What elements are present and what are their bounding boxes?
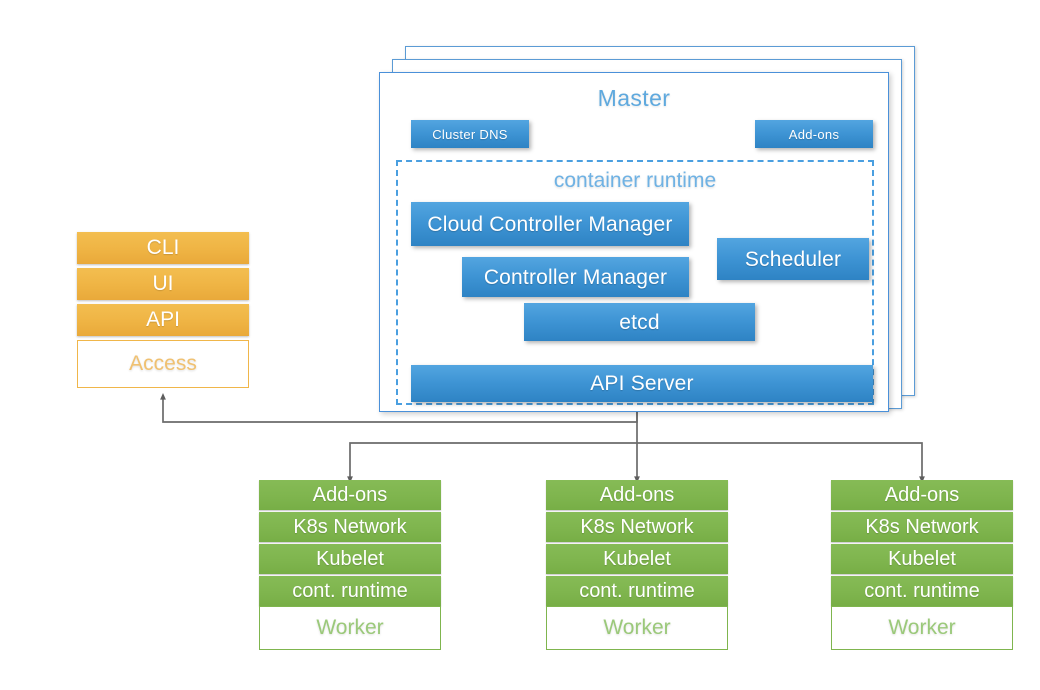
- worker-1-add-ons[interactable]: Add-ons: [259, 480, 441, 510]
- api-server-box[interactable]: API Server: [411, 365, 873, 402]
- access-label: Access: [77, 340, 249, 388]
- worker-1-k8s-network[interactable]: K8s Network: [259, 512, 441, 542]
- master-add-ons-box[interactable]: Add-ons: [755, 120, 873, 148]
- worker-3-label: Worker: [831, 606, 1013, 650]
- scheduler-box[interactable]: Scheduler: [717, 238, 869, 280]
- worker-node-3: Add-ons K8s Network Kubelet cont. runtim…: [831, 480, 1013, 656]
- access-item-cli[interactable]: CLI: [77, 232, 249, 264]
- controller-manager-box[interactable]: Controller Manager: [462, 257, 689, 297]
- worker-3-k8s-network[interactable]: K8s Network: [831, 512, 1013, 542]
- cloud-controller-manager-box[interactable]: Cloud Controller Manager: [411, 202, 689, 246]
- access-panel: CLI UI API Access: [77, 232, 249, 396]
- etcd-box[interactable]: etcd: [524, 303, 755, 341]
- worker-1-kubelet[interactable]: Kubelet: [259, 544, 441, 574]
- access-item-ui[interactable]: UI: [77, 268, 249, 300]
- worker-3-kubelet[interactable]: Kubelet: [831, 544, 1013, 574]
- worker-2-cont-runtime[interactable]: cont. runtime: [546, 576, 728, 606]
- worker-2-kubelet[interactable]: Kubelet: [546, 544, 728, 574]
- worker-node-2: Add-ons K8s Network Kubelet cont. runtim…: [546, 480, 728, 656]
- wire-apiserver-worker1: [347, 442, 637, 484]
- access-item-api[interactable]: API: [77, 304, 249, 336]
- worker-3-add-ons[interactable]: Add-ons: [831, 480, 1013, 510]
- wire-apiserver-worker3: [637, 442, 925, 484]
- worker-1-label: Worker: [259, 606, 441, 650]
- worker-2-label: Worker: [546, 606, 728, 650]
- worker-2-k8s-network[interactable]: K8s Network: [546, 512, 728, 542]
- worker-3-cont-runtime[interactable]: cont. runtime: [831, 576, 1013, 606]
- worker-node-1: Add-ons K8s Network Kubelet cont. runtim…: [259, 480, 441, 656]
- cluster-dns-box[interactable]: Cluster DNS: [411, 120, 529, 148]
- container-runtime-region: container runtime: [396, 160, 874, 405]
- container-runtime-title: container runtime: [553, 169, 717, 192]
- master-title: Master: [597, 85, 671, 111]
- worker-1-cont-runtime[interactable]: cont. runtime: [259, 576, 441, 606]
- worker-2-add-ons[interactable]: Add-ons: [546, 480, 728, 510]
